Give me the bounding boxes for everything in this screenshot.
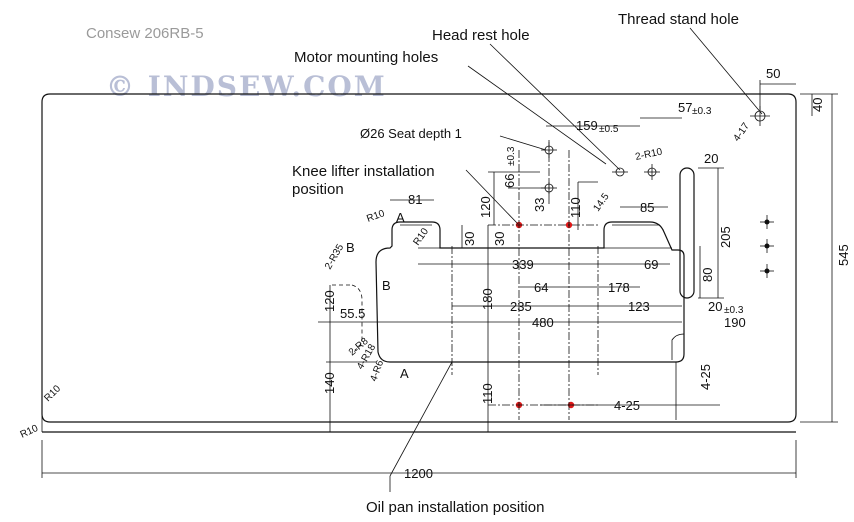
dim-b-upper: B — [346, 240, 355, 255]
dim-b-lower: B — [382, 278, 391, 293]
dim-159-tol: ±0.5 — [599, 124, 619, 135]
dimension-lines — [41, 80, 838, 478]
dim-30-a: 30 — [462, 232, 477, 246]
dim-140: 140 — [322, 372, 337, 394]
table-outline — [41, 93, 797, 433]
dim-a-bottom: A — [400, 366, 409, 381]
dim-r10-corner-b: R10 — [19, 423, 41, 441]
dim-57: 57 — [678, 100, 692, 115]
machine-opening — [375, 221, 685, 363]
leader-lines — [389, 27, 763, 492]
dim-190: 190 — [724, 315, 746, 330]
label-seat-depth: Ø26 Seat depth 1 — [360, 126, 462, 141]
dim-480: 480 — [532, 315, 554, 330]
dim-33: 33 — [532, 198, 547, 212]
label-oil-pan: Oil pan installation position — [366, 499, 544, 516]
dim-80: 80 — [700, 268, 715, 282]
dim-64: 64 — [534, 280, 548, 295]
dim-235: 235 — [510, 299, 532, 314]
dim-r10-corner-a: R10 — [42, 383, 63, 404]
dim-a-top: A — [396, 210, 405, 225]
dim-85: 85 — [640, 200, 654, 215]
dim-40: 40 — [810, 98, 825, 112]
right-holes — [750, 106, 774, 278]
dim-30-b: 30 — [492, 232, 507, 246]
dim-339: 339 — [512, 257, 534, 272]
dim-r10-left: R10 — [365, 208, 386, 225]
watermark: © INDSEW.COM — [106, 70, 387, 103]
dim-205: 205 — [718, 226, 733, 248]
dim-4-17: 4-17 — [731, 121, 752, 144]
dim-2-r10: 2-R10 — [634, 146, 663, 163]
dim-50: 50 — [766, 66, 780, 81]
dim-159: 159 — [576, 118, 598, 133]
dim-20-top: 20 — [704, 151, 718, 166]
dim-110-top: 110 — [568, 197, 583, 218]
model-title: Consew 206RB-5 — [86, 25, 204, 42]
dim-110-bottom: 110 — [480, 383, 495, 404]
dim-120-top: 120 — [478, 196, 493, 218]
dim-120-left: 120 — [322, 290, 337, 312]
dim-2-r35: 2-R35 — [323, 242, 346, 271]
label-knee-lifter-2: position — [292, 181, 344, 198]
dim-55-5: 55.5 — [340, 306, 365, 321]
dim-57-tol: ±0.3 — [692, 106, 712, 117]
dim-r10-inner: R10 — [411, 226, 431, 248]
label-knee-lifter-1: Knee lifter installation — [292, 163, 435, 180]
label-thread-stand-hole: Thread stand hole — [618, 11, 739, 28]
dim-14-5: 14.5 — [591, 191, 611, 214]
dim-66-tol: ±0.3 — [506, 146, 517, 166]
dim-545: 545 — [836, 244, 851, 266]
dim-123: 123 — [628, 299, 650, 314]
dim-180: 180 — [480, 288, 495, 310]
dim-69: 69 — [644, 257, 658, 272]
dim-178: 178 — [608, 280, 630, 295]
dim-1200: 1200 — [404, 466, 433, 481]
center-lines — [332, 140, 600, 420]
dim-20-right: 20 — [708, 299, 722, 314]
dim-4-25-h: 4-25 — [614, 398, 640, 413]
dim-66: 66 — [502, 174, 517, 188]
dim-81: 81 — [408, 192, 422, 207]
belt-slot — [679, 167, 695, 299]
label-head-rest-hole: Head rest hole — [432, 27, 530, 44]
dim-20-right-tol: ±0.3 — [724, 305, 744, 316]
label-motor-mounting-holes: Motor mounting holes — [294, 49, 438, 66]
dim-4-25-v: 4-25 — [698, 364, 713, 390]
